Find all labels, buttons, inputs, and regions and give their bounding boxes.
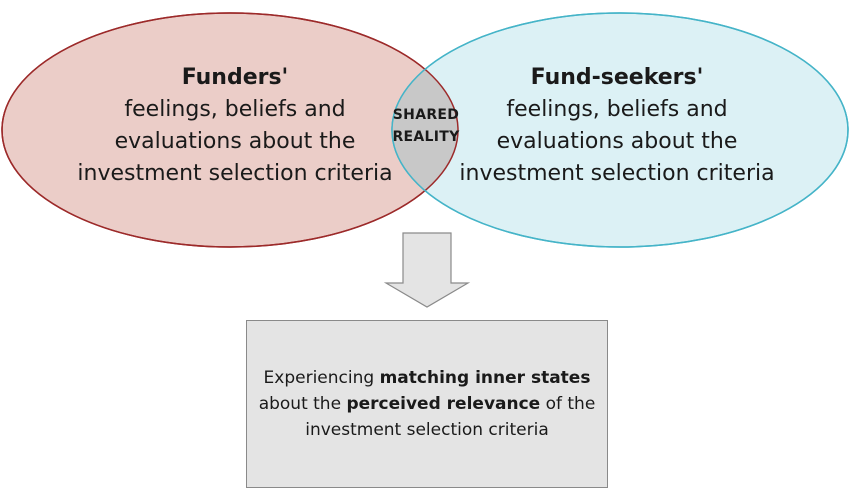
funders-line-3: investment selection criteria xyxy=(77,161,393,186)
shared-reality-line-1: SHARED xyxy=(392,107,460,123)
outcome-line-1-plain: Experiencing xyxy=(263,368,380,388)
down-arrow-icon xyxy=(383,232,471,308)
funders-line-1: feelings, beliefs and xyxy=(124,97,346,122)
outcome-line-1: Experiencing matching inner states xyxy=(259,365,596,391)
outcome-line-2-plain-a: about the xyxy=(258,394,347,414)
fund-seekers-line-1: feelings, beliefs and xyxy=(506,97,728,122)
outcome-text: Experiencing matching inner states about… xyxy=(249,365,606,443)
funders-label: Funders' feelings, beliefs and evaluatio… xyxy=(60,62,410,190)
shared-reality-label: SHARED REALITY xyxy=(384,104,468,148)
fund-seekers-line-3: investment selection criteria xyxy=(459,161,775,186)
fund-seekers-title: Fund-seekers' xyxy=(530,65,704,90)
outcome-line-2: about the perceived relevance of the xyxy=(259,391,596,417)
fund-seekers-ellipse-outline xyxy=(391,12,849,248)
shared-reality-line-2: REALITY xyxy=(392,129,460,145)
fund-seekers-label: Fund-seekers' feelings, beliefs and eval… xyxy=(442,62,792,190)
outcome-line-3: investment selection criteria xyxy=(305,420,549,440)
outcome-line-2-bold: perceived relevance xyxy=(346,394,541,414)
outcome-line-1-bold: matching inner states xyxy=(379,368,591,388)
funders-title: Funders' xyxy=(181,65,289,90)
outcome-box: Experiencing matching inner states about… xyxy=(246,320,608,488)
outcome-line-2-plain-b: of the xyxy=(540,394,596,414)
venn-diagram xyxy=(1,12,849,308)
funders-ellipse-outline xyxy=(1,12,459,248)
fund-seekers-line-2: evaluations about the xyxy=(496,129,738,154)
funders-line-2: evaluations about the xyxy=(114,129,356,154)
